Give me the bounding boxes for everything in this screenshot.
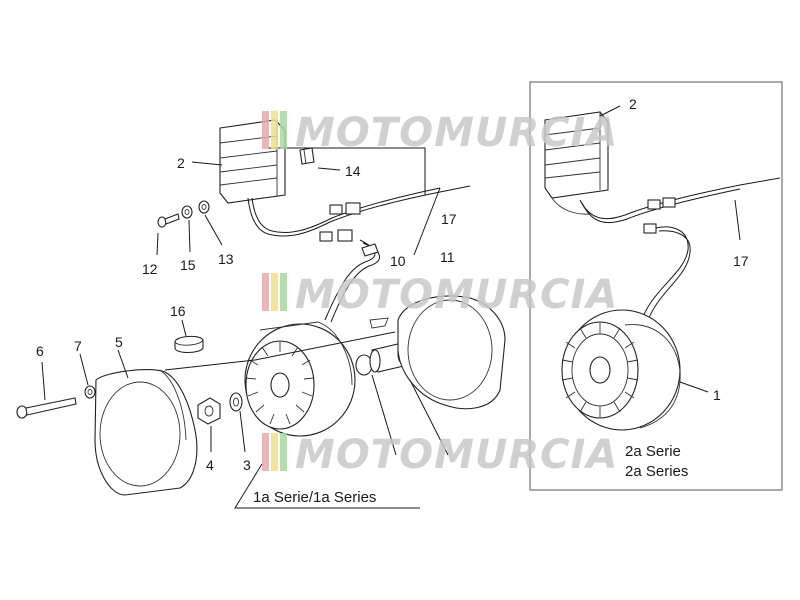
callout-17-right: 17: [733, 253, 749, 269]
callout-12: 12: [142, 261, 158, 277]
callout-5: 5: [115, 334, 123, 350]
callout-15: 15: [180, 257, 196, 273]
caption-series-1: 1a Serie/1a Series: [253, 489, 376, 506]
stator-left: [244, 321, 356, 437]
caption-series-2-line1: 2a Serie: [625, 443, 681, 460]
callout-2-right: 2: [629, 96, 637, 112]
watermark-text: MOTOMURCIA: [295, 272, 618, 318]
watermark-bottom: MOTOMURCIA: [262, 432, 618, 478]
callout-2-left: 2: [177, 155, 185, 171]
callout-4: 4: [206, 457, 214, 473]
callout-14: 14: [345, 163, 361, 179]
callout-11: 11: [440, 249, 455, 265]
watermark-text: MOTOMURCIA: [295, 110, 618, 156]
clip-14: [299, 147, 315, 165]
bolt-6: [16, 397, 77, 419]
washer-7: [84, 385, 96, 399]
callout-13: 13: [218, 251, 234, 267]
watermark-middle: MOTOMURCIA: [262, 272, 618, 318]
callout-16: 16: [170, 303, 186, 319]
leader-lines: [41, 105, 741, 509]
circlip-10: [355, 354, 373, 376]
cover-5: [94, 369, 198, 496]
callout-7: 7: [74, 338, 82, 354]
grommet-16: [174, 335, 204, 354]
washer-15: [181, 205, 193, 219]
wiring-harness-left: [247, 185, 471, 323]
stator-right: [561, 309, 681, 431]
watermark-text: MOTOMURCIA: [295, 432, 618, 478]
voltage-regulator-right: [544, 111, 609, 215]
callout-3: 3: [243, 457, 251, 473]
callout-17-left: 17: [441, 211, 457, 227]
callout-10: 10: [390, 253, 406, 269]
washer-13: [198, 200, 210, 214]
watermark-top: MOTOMURCIA: [262, 110, 618, 156]
caption-series-2-line2: 2a Series: [625, 463, 688, 480]
housing-11: [369, 295, 506, 410]
washer-3: [229, 392, 243, 412]
nut-4: [197, 397, 221, 425]
series-2-inset-frame: [529, 81, 783, 491]
callout-6: 6: [36, 343, 44, 359]
wiring-harness-right: [579, 177, 781, 327]
callout-1: 1: [713, 387, 721, 403]
screw-12: [157, 213, 180, 228]
